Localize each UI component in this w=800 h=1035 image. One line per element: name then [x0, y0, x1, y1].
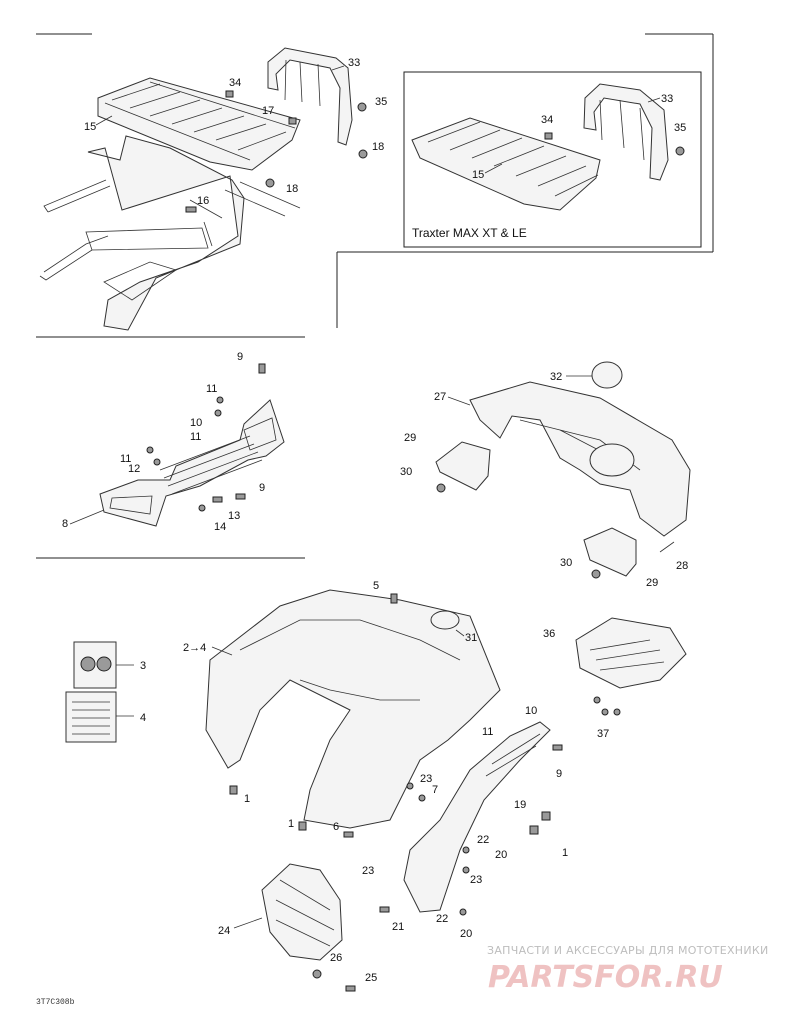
callout-label: 27 [434, 391, 446, 403]
watermark-brand: PARTSFOR.RU [488, 960, 723, 995]
storage-rack-36 [575, 617, 687, 716]
callout-label: 26 [330, 952, 342, 964]
callout-label: 2→4 [183, 642, 206, 654]
callout-label: 30 [560, 557, 572, 569]
front-fender-assembly [435, 361, 691, 579]
callout-label: 22 [477, 834, 489, 846]
callout-label: 11 [482, 726, 493, 738]
drawing-code: 3T7C308b [36, 998, 75, 1007]
callout-label: 16 [197, 195, 209, 207]
callout-label: 21 [392, 921, 404, 933]
callout-labels: 33 34 35 17 15 18 18 16 33 34 35 15 9 11… [62, 57, 688, 984]
callout-label: 15 [84, 121, 96, 133]
callout-label: 11 [120, 453, 131, 465]
callout-label: 7 [432, 784, 438, 796]
callout-label: 25 [365, 972, 377, 984]
callout-label: 1 [562, 847, 568, 859]
callout-label: 11 [206, 383, 217, 395]
callout-label: 32 [550, 371, 562, 383]
rear-fender-assembly [205, 589, 501, 838]
mud-flap-24 [261, 863, 356, 992]
watermark: ЗАПЧАСТИ И АКСЕССУАРЫ ДЛЯ МОТОТЕХНИКИ PA… [487, 944, 769, 995]
callout-label: 29 [404, 432, 416, 444]
callout-label: 23 [470, 874, 482, 886]
callout-label: 24 [218, 925, 230, 937]
decals [65, 641, 117, 743]
callout-label: 29 [646, 577, 658, 589]
callout-label: 13 [228, 510, 240, 522]
callout-label: 6 [333, 821, 339, 833]
side-panel-19 [379, 721, 563, 916]
callout-label: 30 [400, 466, 412, 478]
callout-label: 1 [244, 793, 250, 805]
callout-label: 12 [128, 463, 140, 475]
callout-label: 1 [288, 818, 294, 830]
callout-label: 34 [229, 77, 241, 89]
inset-box [403, 71, 702, 248]
callout-label: 8 [62, 518, 68, 530]
callout-label: 9 [259, 482, 265, 494]
callout-label: 23 [362, 865, 374, 877]
callout-label: 18 [372, 141, 384, 153]
callout-label: 28 [676, 560, 688, 572]
callout-label: 18 [286, 183, 298, 195]
callout-label: 5 [373, 580, 379, 592]
callout-label: 19 [514, 799, 526, 811]
callout-label: 14 [214, 521, 226, 533]
inset-caption: Traxter MAX XT & LE [412, 226, 527, 240]
callout-label: 33 [348, 57, 360, 69]
callout-label: 10 [525, 705, 537, 717]
callout-label: 17 [262, 105, 274, 117]
callout-label: 36 [543, 628, 555, 640]
callout-label: 11 [190, 431, 201, 443]
callout-label: 10 [190, 417, 202, 429]
callout-label: 37 [597, 728, 609, 740]
callout-label: 22 [436, 913, 448, 925]
watermark-tagline: ЗАПЧАСТИ И АКСЕССУАРЫ ДЛЯ МОТОТЕХНИКИ [487, 944, 769, 957]
callout-label: 20 [460, 928, 472, 940]
callout-label: 35 [674, 122, 686, 134]
callout-label: 35 [375, 96, 387, 108]
callout-label: 20 [495, 849, 507, 861]
callout-label: 31 [465, 632, 477, 644]
callout-label: 23 [420, 773, 432, 785]
inset-rack-assembly: Traxter MAX XT & LE [411, 83, 685, 240]
callout-label: 15 [472, 169, 484, 181]
callout-label: 33 [661, 93, 673, 105]
rear-rack-assembly [39, 47, 368, 331]
callout-label: 9 [556, 768, 562, 780]
callout-label: 3 [140, 660, 146, 672]
callout-label: 4 [140, 712, 146, 724]
callout-label: 34 [541, 114, 553, 126]
section-dividers [36, 33, 714, 559]
front-bumper-assembly [99, 363, 285, 527]
callout-label: 9 [237, 351, 243, 363]
